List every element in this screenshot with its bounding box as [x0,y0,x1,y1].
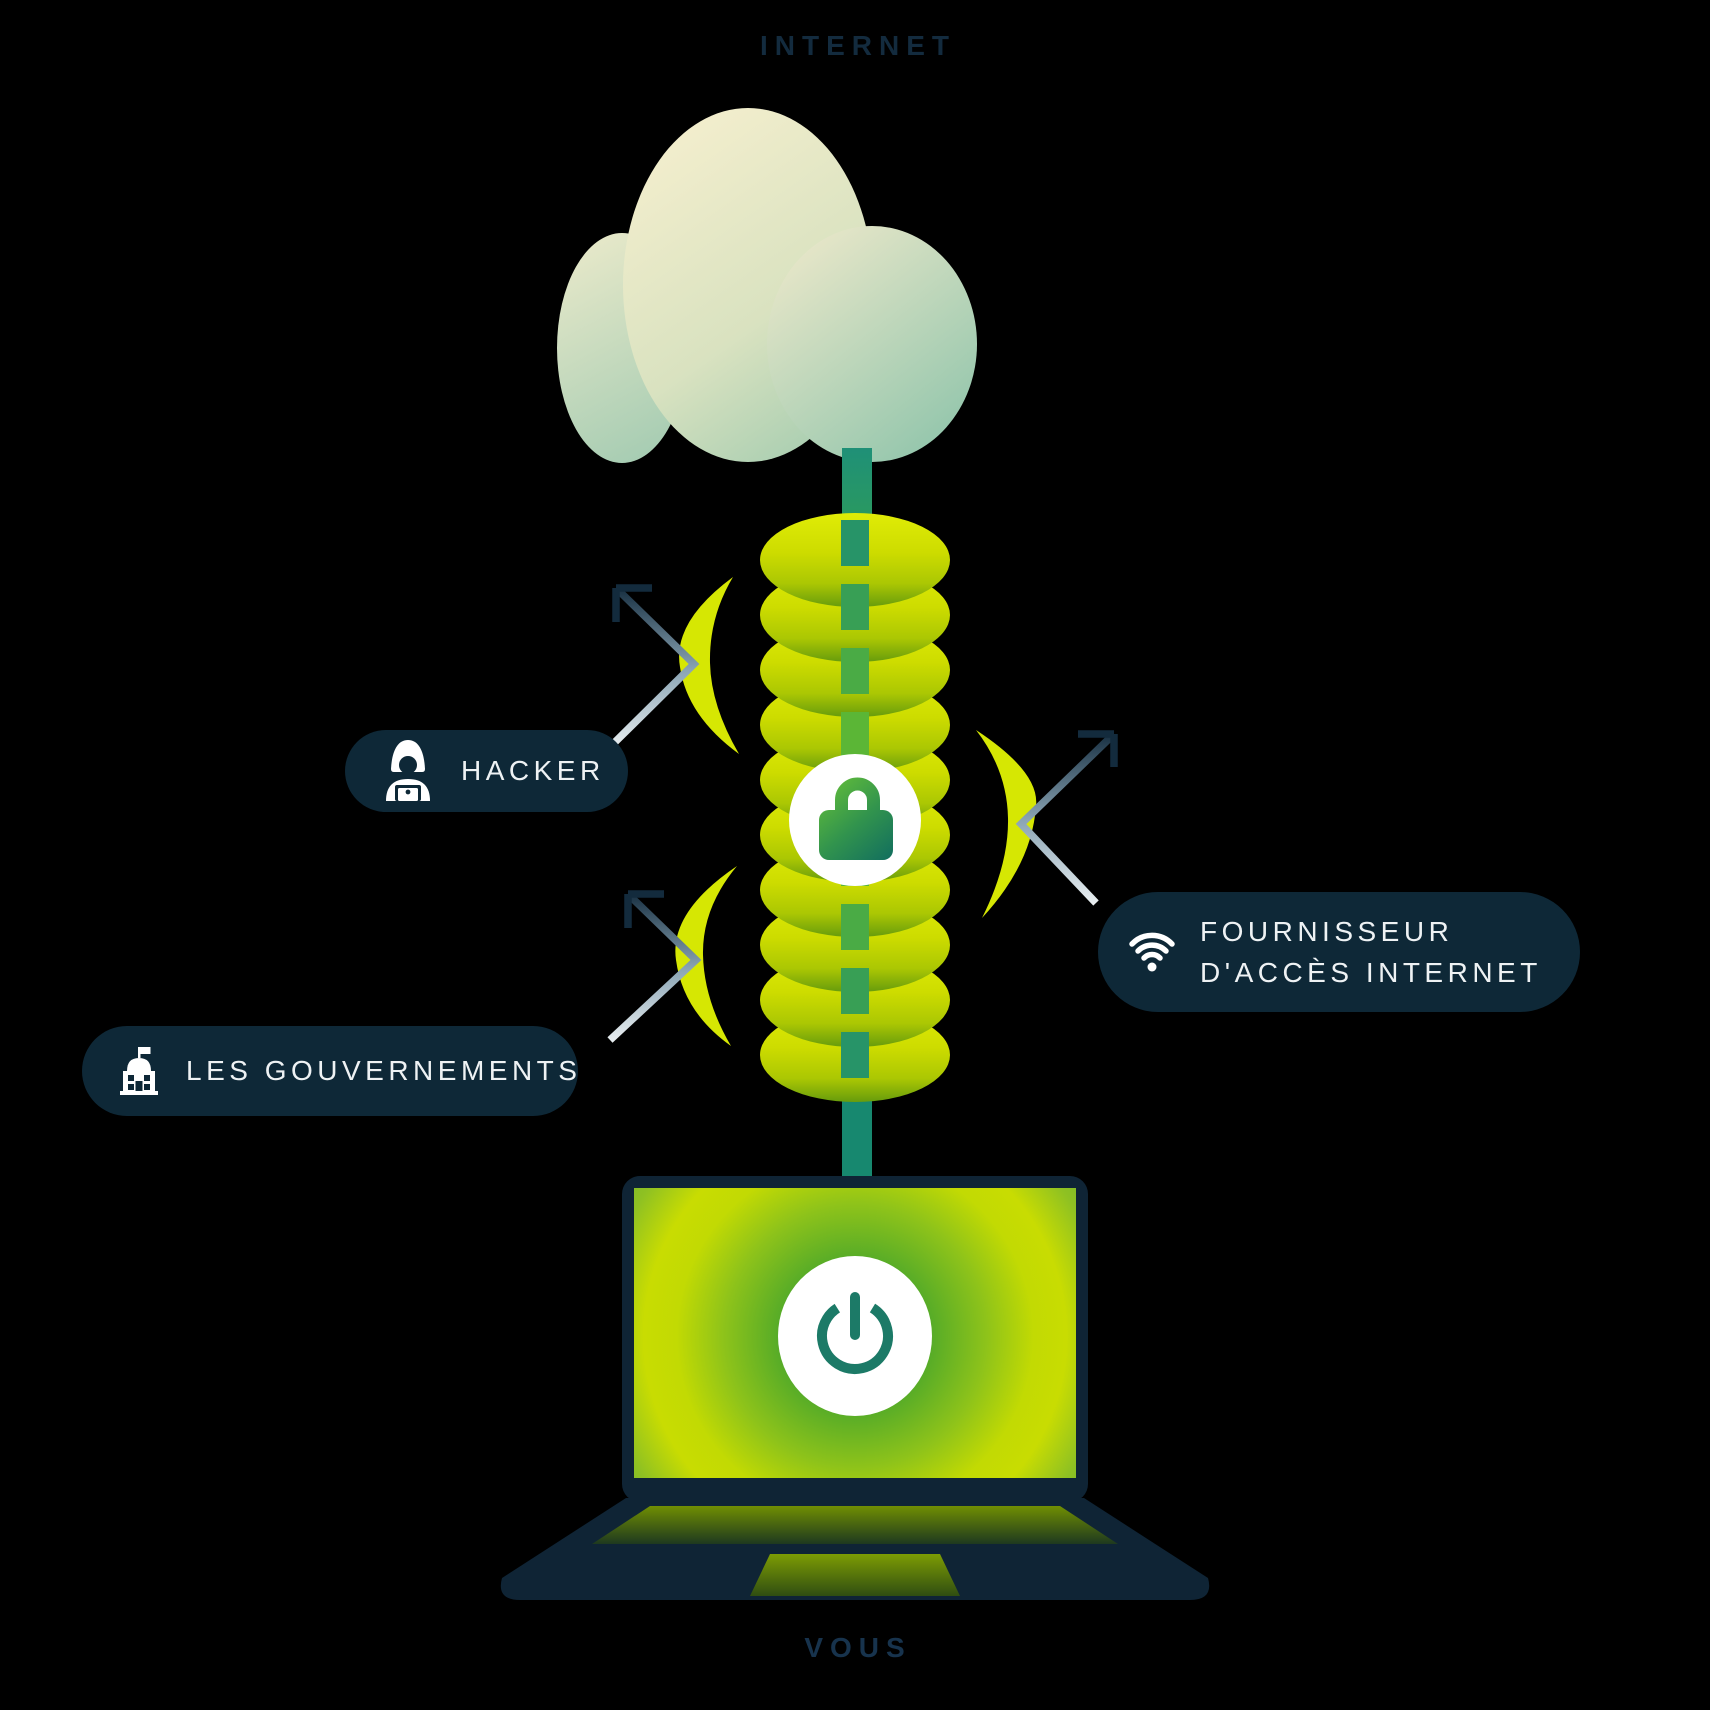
deflected-arrow-governments [607,890,702,1043]
laptop-keyboard [592,1506,1118,1544]
shield-crescent [675,866,737,1046]
isp-pill-label-line2: D'ACCÈS INTERNET [1200,956,1542,988]
deflected-arrows [606,584,1118,1043]
stem-top [842,448,872,526]
deflected-arrow-isp [1015,730,1118,906]
governments-pill: LES GOUVERNEMENTS [82,1026,578,1116]
laptop-touchpad [750,1554,960,1596]
government-building-icon [118,1047,160,1095]
internet-label: INTERNET [760,30,956,61]
isp-pill: FOURNISSEUR D'ACCÈS INTERNET [1098,892,1580,1012]
power-icon [778,1256,932,1416]
hacker-pill-label: HACKER [461,755,605,786]
lock-icon [789,754,921,886]
laptop [500,1176,1210,1600]
wifi-icon [1128,931,1176,973]
cloud [557,108,977,463]
shield-crescent [976,730,1037,918]
shield-crescent [679,577,739,754]
deflected-arrow-hacker [606,584,700,751]
isp-pill-label-line1: FOURNISSEUR [1200,915,1454,947]
vous-label: VOUS [804,1632,912,1663]
hacker-icon [381,739,435,803]
hacker-pill: HACKER [345,730,628,812]
governments-pill-label: LES GOUVERNEMENTS [186,1055,582,1086]
shield-crescents [675,577,1037,1046]
stem-bottom [842,1090,872,1180]
